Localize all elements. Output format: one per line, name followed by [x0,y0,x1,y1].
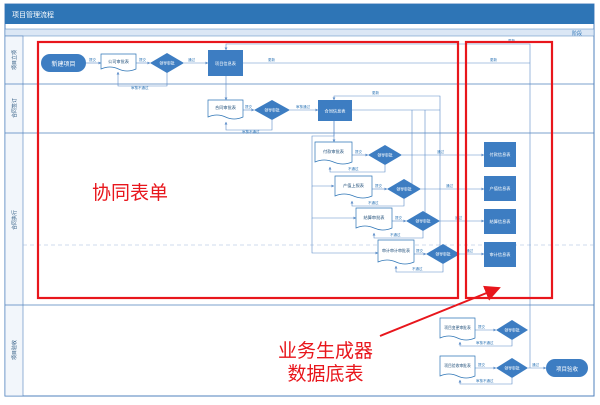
node-label: 项目变更审批表 [444,325,471,330]
edge-label: 提交 [478,362,486,367]
node-label: 领导审批 [415,219,430,224]
decision-shape [254,100,290,120]
edge-label: 提交 [89,57,96,62]
stage-label: 阶段 [572,30,582,37]
document-shape [439,355,476,379]
edge-label: 更新 [508,38,516,43]
edge-label: 提交 [245,104,252,109]
node-label: 领导审批 [504,366,519,371]
edge-label: 审核不通过 [131,85,149,90]
document-shape [439,317,476,341]
node-label: 领导审批 [396,187,411,192]
callout-arrow [379,285,501,337]
edge-label: 通过 [532,362,540,367]
lane-label-2: 合同签订 [11,98,18,118]
document-shape [100,53,137,72]
edge-label: 提交 [478,324,486,329]
node-label: 领导审批 [504,328,519,333]
lane-label-column [4,35,24,397]
node-label: 合同审批表 [215,104,237,111]
edge-label: 不通过 [412,266,423,271]
edge-label: 通过 [446,183,454,188]
edge-label: 审核不通过 [476,340,494,345]
node-label: 项目信息表 [215,60,237,67]
node-label: 领导审批 [435,252,450,257]
edge-label: 提交 [139,57,146,62]
decision-shape [150,53,184,73]
node-label: 合同信息表 [325,108,347,115]
document-shape [334,175,373,199]
edge-label: 提交 [395,215,403,220]
decision-shape [387,179,421,199]
collab-form-highlight-box [36,40,460,300]
document-shape [355,207,393,231]
node-label: 领导审批 [159,61,174,66]
flow-connectors [86,43,547,385]
process-shape [484,209,516,234]
start-terminator [41,54,86,72]
node-label: 审计信息表 [490,251,512,258]
document-shape [377,239,415,265]
edge-label: 通过 [466,248,474,253]
decision-shape [496,320,528,340]
node-label: 领导审批 [377,153,392,158]
decision-shape [406,211,440,231]
decision-shape [426,244,460,264]
node-label: 付款信息表 [490,151,512,158]
decision-shape [368,145,402,165]
biz-gen-label-line1: 业务生成器 [278,340,374,362]
process-shape [484,176,516,201]
lane-label-3: 合同执行 [11,210,18,230]
node-label: 项目验收 [556,365,579,373]
node-label: 产值信息表 [490,185,512,192]
process-shape [484,242,516,267]
stage-bar [4,28,595,37]
edge-label: 审核通过 [296,104,310,109]
edge-label: 提交 [416,248,424,253]
biz-gen-label-line2: 数据底表 [287,363,364,385]
edge-labels: 提交 提交 通过 审核不通过 更新 更新 更新 提交 审核通过 审核不通过 更新… [89,38,540,383]
edge-label: 审核不通过 [476,378,494,383]
node-label: 付款审批表 [323,148,345,155]
collab-form-label: 协同表单 [92,182,169,204]
decision-shape [496,358,528,378]
edge-label: 不通过 [348,166,359,171]
process-shape [484,142,516,167]
lane-label-4: 项目验收 [11,340,18,360]
edge-label: 更新 [490,57,498,62]
edge-label: 提交 [355,149,363,154]
edge-label: 提交 [375,183,383,188]
process-shape [318,100,352,121]
biz-gen-highlight-box [464,40,554,300]
node-label: 项目验收审批表 [444,363,471,368]
node-label: 领导审批 [264,108,279,113]
node-label: 结算审批表 [364,214,386,221]
edge-label: 通过 [437,149,445,154]
end-terminator [546,359,588,377]
document-shape [314,141,353,165]
node-label: 产值上报表 [343,182,365,189]
edge-label: 审核不通过 [242,129,260,134]
node-label: 新建项目 [51,60,75,68]
edge-label: 不通过 [390,232,401,237]
process-shape [208,50,243,76]
document-shape [207,99,244,120]
edge-label: 更新 [268,57,276,62]
lane-label-1: 项目立项 [11,50,18,70]
node-label: 结算信息表 [490,218,512,225]
edge-label: 不通过 [368,200,379,205]
title-bar [5,4,594,24]
edge-label: 更新 [372,90,380,95]
node-label: 公司审批表 [108,58,130,65]
edge-label: 通过 [188,57,195,62]
diagram-title: 项目管理流程 [12,10,54,19]
node-label: 审计审计审批表 [382,247,410,253]
biz-gen-label: 业务生成器 数据底表 [278,340,373,386]
